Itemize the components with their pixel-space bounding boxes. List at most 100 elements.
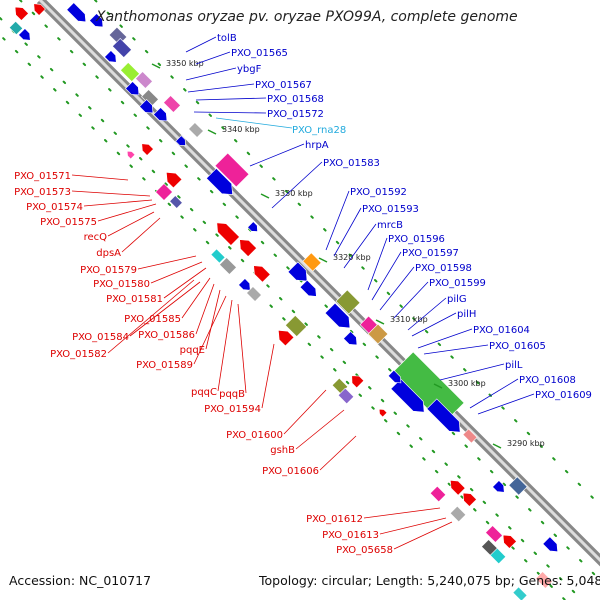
gene-block [8, 20, 24, 36]
gene-block [278, 330, 295, 347]
gene-block [247, 221, 258, 232]
gene-label-reverse: PXO_01585 [124, 314, 181, 325]
gene-block [166, 172, 183, 189]
gene-block [535, 571, 553, 589]
gene-label-reverse: pqqE [180, 345, 205, 356]
gene-label-reverse: pqqC [191, 387, 217, 398]
gene-block [343, 331, 358, 346]
gene-block [335, 289, 361, 315]
gene-label-reverse: PXO_01586 [138, 330, 195, 341]
gene-label-forward: PXO_01592 [350, 187, 407, 198]
gene-block [462, 492, 477, 507]
gene-block [112, 38, 132, 58]
gene-block [337, 387, 355, 405]
tick-label: 3310 kbp [390, 315, 428, 324]
gene-block [246, 286, 262, 302]
gene-label-reverse: PXO_01589 [136, 360, 193, 371]
tick-mark [207, 129, 217, 135]
gene-label-reverse: PXO_01574 [26, 202, 83, 213]
gene-label-reverse: PXO_01582 [50, 349, 107, 360]
gene-label-forward: hrpA [305, 140, 329, 151]
gene-block [163, 95, 181, 113]
gene-block [387, 369, 402, 384]
gene-block [489, 547, 507, 565]
gene-block [426, 398, 461, 433]
gene-label-forward: PXO_01568 [267, 94, 324, 105]
gene-label-forward: tolB [217, 33, 237, 44]
gene-block [210, 248, 226, 264]
gene-block [126, 150, 136, 160]
gene-block [485, 525, 503, 543]
gene-label-forward: PXO_01598 [415, 263, 472, 274]
gene-block [214, 152, 250, 188]
gene-block [18, 28, 31, 41]
gene-label-forward: mrcB [377, 220, 403, 231]
gene-labels: tolB PXO_01565 ybgF PXO_01567PXO_01568PXO_0… [14, 33, 592, 556]
gene-block [120, 62, 140, 82]
gene-block [135, 71, 153, 89]
gene-label-reverse: PXO_01613 [322, 530, 379, 541]
gene-block [253, 265, 271, 283]
gene-label-reverse: PXO_01612 [306, 514, 363, 525]
tick-label: 3340 kbp [222, 125, 260, 134]
backbone [36, 0, 600, 567]
gene-label-forward: PXO_01572 [267, 109, 324, 120]
tick-label: 3330 kbp [275, 189, 313, 198]
gene-block [508, 476, 528, 496]
gene-block [284, 314, 308, 338]
gene-block [429, 485, 447, 503]
gene-block [139, 99, 154, 114]
gene-block [390, 378, 425, 413]
gene-label-reverse: gshB [270, 445, 295, 456]
tick-mark [433, 383, 443, 389]
gene-block [299, 279, 317, 297]
gene-label-reverse: PXO_01606 [262, 466, 319, 477]
gene-label-forward: PXO_01567 [255, 80, 312, 91]
tick-mark [260, 193, 270, 199]
gene-block [155, 183, 173, 201]
gene-block [449, 505, 467, 523]
gene-label-reverse: PXO_01584 [72, 332, 129, 343]
tick-mark [151, 63, 161, 69]
gene-label-reverse: pqqB [219, 389, 245, 400]
gene-label-forward: PXO_01583 [323, 158, 380, 169]
gene-block [219, 257, 237, 275]
gene-label-forward: PXO_01565 [231, 48, 288, 59]
gene-label-forward: PXO_01605 [489, 341, 546, 352]
gene-label-forward: PXO_01593 [362, 204, 419, 215]
gene-block [542, 536, 558, 552]
tick-mark [318, 257, 328, 263]
tick-label: 3290 kbp [507, 439, 545, 448]
map-title: Xanthomonas oryzae pv. oryzae PXO99A, co… [96, 9, 518, 25]
gene-block [492, 480, 505, 493]
gene-label-forward: PXO_01604 [473, 325, 530, 336]
gene-block [89, 13, 104, 28]
gene-block [378, 408, 388, 418]
gene-label-reverse: PXO_01580 [93, 279, 150, 290]
gene-block [141, 143, 154, 156]
gene-block [302, 252, 322, 272]
gene-label-forward: PXO_01609 [535, 390, 592, 401]
gene-block [153, 107, 168, 122]
gene-block [512, 586, 528, 600]
gene-block [238, 278, 251, 291]
gene-block [206, 168, 233, 195]
tick-label: 3300 kbp [448, 379, 486, 388]
gene-label-forward: pilL [505, 360, 523, 371]
gene-block [216, 222, 240, 246]
gene-block [287, 261, 308, 282]
gene-block [175, 135, 186, 146]
gene-block [33, 3, 46, 16]
gene-label-reverse: PXO_01581 [106, 294, 163, 305]
gene-block [239, 239, 258, 258]
gene-label-reverse: recQ [84, 232, 108, 243]
gene-block [462, 428, 478, 444]
tick-mark [492, 443, 502, 449]
gene-block [188, 122, 204, 138]
gene-block [14, 6, 29, 21]
gene-label-forward: ybgF [237, 64, 262, 75]
gene-block [502, 534, 517, 549]
gene-block [367, 323, 389, 345]
gene-block [324, 302, 351, 329]
